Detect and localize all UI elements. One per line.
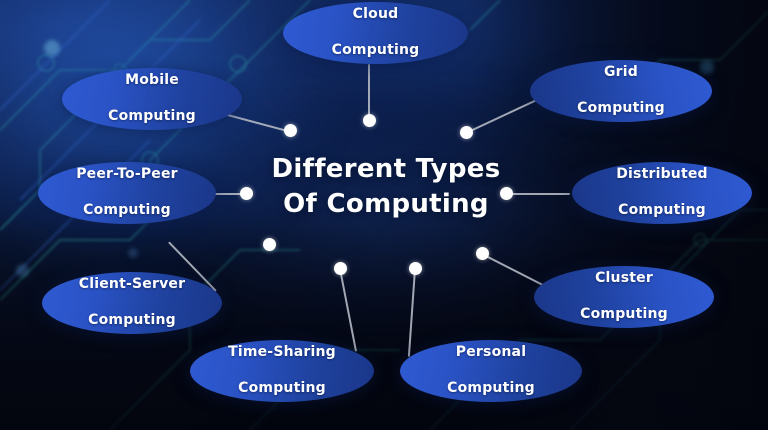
node-label-line2: Computing <box>331 41 420 58</box>
connector-dot-cloud <box>363 114 376 127</box>
connector-dot-timesharing <box>334 262 347 275</box>
node-personal-computing[interactable]: Personal Computing <box>400 340 582 402</box>
connector-dot-grid <box>460 126 473 139</box>
bokeh-dot <box>16 264 29 277</box>
node-label-line1: Personal <box>455 344 527 361</box>
connector-dot-mobile <box>284 124 297 137</box>
node-label-line1: Mobile <box>125 72 179 89</box>
node-label: Client-Server Computing <box>59 276 205 330</box>
page-title-line1: Different Types <box>271 154 501 184</box>
connector-dot-peer <box>240 187 253 200</box>
node-client-server-computing[interactable]: Client-Server Computing <box>42 272 222 334</box>
node-label: Distributed Computing <box>596 166 728 220</box>
node-grid-computing[interactable]: Grid Computing <box>530 60 712 122</box>
node-label: Grid Computing <box>557 64 685 118</box>
node-mobile-computing[interactable]: Mobile Computing <box>62 68 242 130</box>
connector-dot-personal <box>409 262 422 275</box>
node-label: Peer-To-Peer Computing <box>56 166 198 220</box>
node-label-line2: Computing <box>580 305 668 322</box>
node-label-line2: Computing <box>108 107 196 124</box>
node-label: Personal Computing <box>427 344 555 398</box>
node-label-line1: Peer-To-Peer <box>76 166 178 183</box>
node-label: Time-Sharing Computing <box>208 344 356 398</box>
bokeh-dot <box>44 40 60 56</box>
node-label-line2: Computing <box>447 379 535 396</box>
node-label-line2: Computing <box>577 99 665 116</box>
connector-dot-distributed <box>500 187 513 200</box>
connector-line-peer <box>196 193 248 195</box>
node-label-line1: Distributed <box>616 166 708 183</box>
node-peer-to-peer-computing[interactable]: Peer-To-Peer Computing <box>38 162 216 224</box>
node-label-line2: Computing <box>618 201 706 218</box>
node-label-line2: Computing <box>88 311 176 328</box>
connector-dot-cluster <box>476 247 489 260</box>
connector-line-distributed <box>506 193 570 195</box>
node-label: Cluster Computing <box>560 270 688 324</box>
node-label-line1: Cluster <box>595 270 653 287</box>
node-cloud-computing[interactable]: Cloud Computing <box>283 2 468 64</box>
page-title-line2: Of Computing <box>283 188 489 219</box>
node-time-sharing-computing[interactable]: Time-Sharing Computing <box>190 340 374 402</box>
node-cluster-computing[interactable]: Cluster Computing <box>534 266 714 328</box>
bokeh-dot <box>128 248 138 258</box>
connector-dot-client <box>263 238 276 251</box>
bokeh-dot <box>700 60 714 74</box>
node-label-line2: Computing <box>83 201 171 218</box>
node-label-line1: Client-Server <box>78 276 186 293</box>
page-title: Different Types Of Computing <box>236 152 536 221</box>
node-label: Cloud Computing <box>312 6 440 60</box>
node-label-line1: Grid <box>603 64 639 81</box>
node-label-line1: Cloud <box>352 6 399 23</box>
node-label: Mobile Computing <box>88 72 216 126</box>
node-label-line2: Computing <box>238 379 326 396</box>
node-distributed-computing[interactable]: Distributed Computing <box>572 162 752 224</box>
node-label-line1: Time-Sharing <box>228 344 336 361</box>
